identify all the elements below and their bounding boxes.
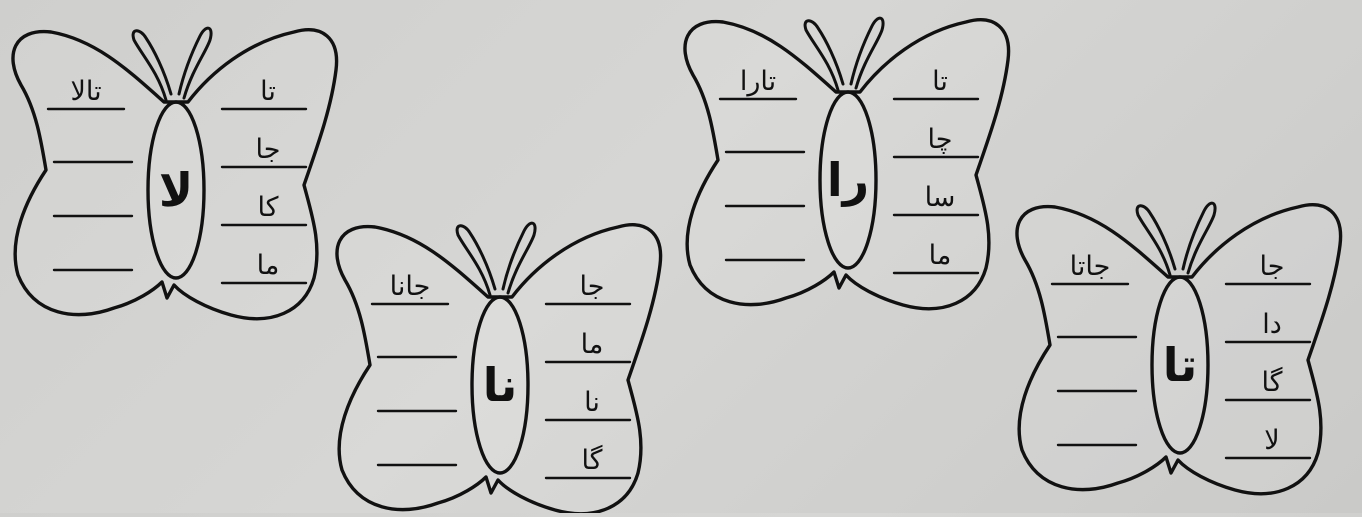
syllable-word: لا [1264, 425, 1279, 456]
example-word: جاتا [1070, 251, 1111, 282]
syllable-word: جا [1260, 251, 1285, 282]
syllable-word: ما [581, 329, 604, 360]
syllable-word: تا [932, 66, 948, 97]
syllable-word: چا [928, 124, 953, 155]
center-letter: نا [483, 358, 518, 412]
syllable-word: نا [584, 387, 600, 418]
center-letter: را [827, 153, 869, 207]
example-word: جانا [390, 271, 431, 302]
syllable-word: ما [257, 250, 280, 281]
center-letter: لا [159, 163, 193, 217]
butterfly: نا جانا جا ما نا گا [337, 223, 661, 513]
example-word: تالا [70, 76, 101, 107]
syllable-word: گا [581, 444, 602, 476]
example-word: تارا [740, 66, 776, 97]
syllable-word: سا [925, 182, 956, 213]
syllable-word: دا [1262, 309, 1282, 340]
butterfly: لا تالا تا جا کا ما [13, 28, 337, 319]
syllable-word: جا [580, 271, 605, 302]
butterfly: را تارا تا چا سا ما [685, 18, 1009, 309]
center-letter: تا [1163, 338, 1198, 392]
syllable-word: تا [260, 76, 276, 107]
syllable-word: کا [257, 192, 278, 223]
butterfly: تا جاتا جا دا گا لا [1017, 203, 1341, 494]
syllable-word: ما [929, 240, 952, 271]
syllable-word: جا [256, 134, 281, 165]
syllable-word: گا [1261, 366, 1282, 398]
